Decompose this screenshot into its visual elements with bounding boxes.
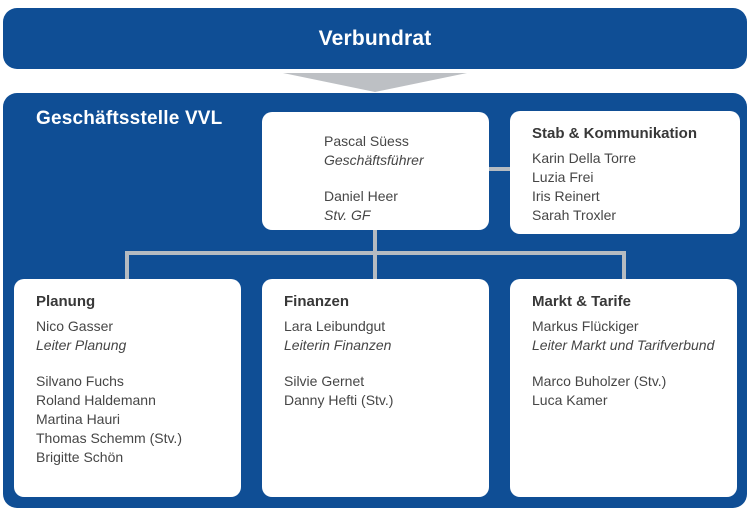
connector-drop-finanzen xyxy=(373,253,377,279)
management-deputy-role: Stv. GF xyxy=(324,207,371,223)
staff-member: Karin Della Torre xyxy=(532,150,637,166)
staff-card-title: Stab & Kommunikation xyxy=(532,125,698,142)
department-card-planung: Planung Nico Gasser Leiter Planung Silva… xyxy=(14,279,241,497)
department-title: Markt & Tarife xyxy=(532,293,631,310)
department-lead-role: Leiter Planung xyxy=(36,337,127,353)
connector-management-down xyxy=(373,229,377,253)
management-name: Pascal Süess xyxy=(324,133,409,149)
management-role: Geschäftsführer xyxy=(324,152,424,168)
department-lead: Nico Gasser xyxy=(36,318,114,334)
department-member: Silvano Fuchs xyxy=(36,373,124,389)
spacer xyxy=(324,170,481,187)
verbundrat-banner: Verbundrat xyxy=(3,8,747,69)
panel-title: Geschäftsstelle VVL xyxy=(36,108,223,129)
connector-drop-markt xyxy=(622,253,626,279)
department-title: Finanzen xyxy=(284,293,350,310)
department-member: Roland Haldemann xyxy=(36,392,156,408)
arrow-down-icon xyxy=(283,73,467,92)
department-member: Martina Hauri xyxy=(36,411,121,427)
connector-management-staff xyxy=(486,167,512,171)
spacer xyxy=(532,355,729,372)
spacer xyxy=(284,355,481,372)
department-lead-role: Leiterin Finanzen xyxy=(284,337,392,353)
department-member: Brigitte Schön xyxy=(36,449,124,465)
department-lead: Lara Leibundgut xyxy=(284,318,386,334)
staff-card: Stab & Kommunikation Karin Della Torre L… xyxy=(510,111,740,234)
department-member: Marco Buholzer (Stv.) xyxy=(532,373,667,389)
department-member: Danny Hefti (Stv.) xyxy=(284,392,394,408)
department-member: Thomas Schemm (Stv.) xyxy=(36,430,182,446)
department-lead: Markus Flückiger xyxy=(532,318,639,334)
department-lead-role: Leiter Markt und Tarifverbund xyxy=(532,337,715,353)
connector-drop-planung xyxy=(125,253,129,279)
verbundrat-title: Verbundrat xyxy=(318,26,432,50)
staff-member: Sarah Troxler xyxy=(532,207,617,223)
management-card: Pascal Süess Geschäftsführer Daniel Heer… xyxy=(262,112,489,230)
management-deputy-name: Daniel Heer xyxy=(324,188,398,204)
department-title: Planung xyxy=(36,293,96,310)
staff-member: Iris Reinert xyxy=(532,188,600,204)
department-card-markt-tarife: Markt & Tarife Markus Flückiger Leiter M… xyxy=(510,279,737,497)
department-member: Luca Kamer xyxy=(532,392,608,408)
staff-member: Luzia Frei xyxy=(532,169,594,185)
geschaeftsstelle-panel: Geschäftsstelle VVL Pascal Süess Geschäf… xyxy=(3,93,747,508)
department-card-finanzen: Finanzen Lara Leibundgut Leiterin Finanz… xyxy=(262,279,489,497)
department-member: Silvie Gernet xyxy=(284,373,365,389)
spacer xyxy=(36,355,233,372)
